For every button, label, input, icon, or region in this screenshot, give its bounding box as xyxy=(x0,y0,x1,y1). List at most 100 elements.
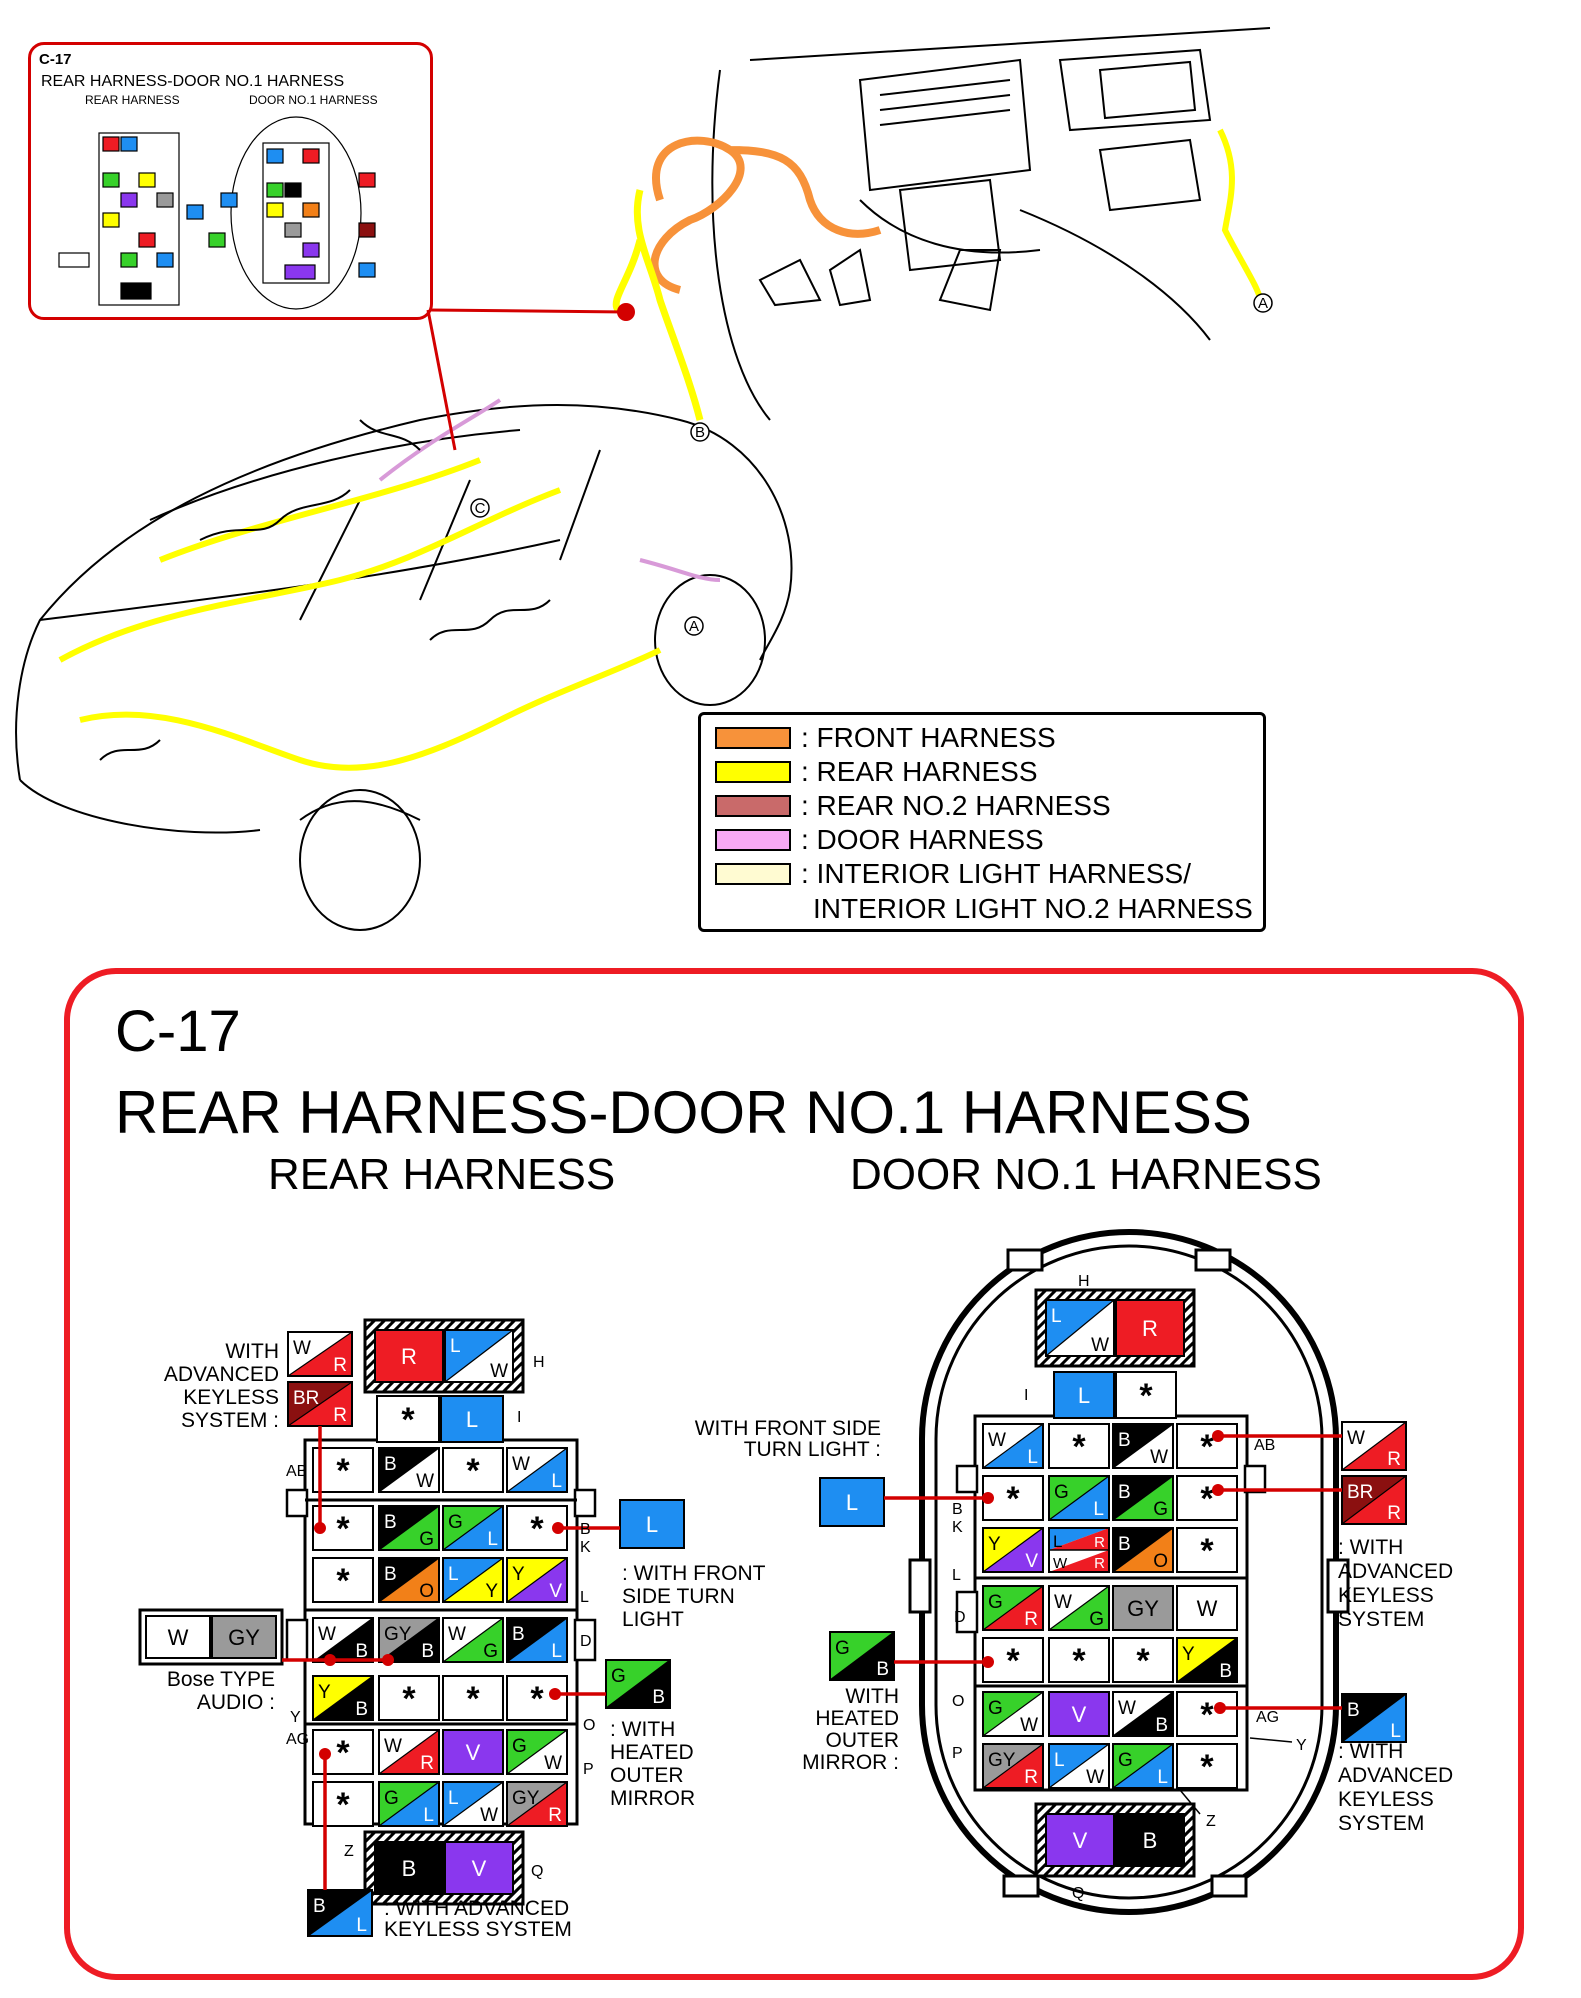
pin-letter: W xyxy=(1086,1767,1104,1788)
door-label-z: Z xyxy=(1206,1813,1216,1830)
pin-letter: Y xyxy=(318,1682,331,1703)
pin-blank-mark: * xyxy=(1136,1642,1150,1680)
pin-letter: L xyxy=(448,1788,459,1809)
pin-letter: B xyxy=(384,1454,397,1475)
pin-letter: R xyxy=(420,1753,434,1774)
pin-letter: O xyxy=(419,1581,434,1602)
connector-code: C-17 xyxy=(115,999,241,1064)
pin-letter: W xyxy=(1197,1596,1218,1621)
rear-pin: GYR xyxy=(506,1781,568,1827)
pin-letter: W xyxy=(1053,1555,1068,1572)
rear-label-d: D xyxy=(580,1633,592,1650)
door-connector-lock-left xyxy=(955,1464,979,1494)
door-note-advanced-keyless-top: : WITH ADVANCED KEYLESS SYSTEM xyxy=(1338,1536,1454,1631)
rear-pin-i: L xyxy=(440,1395,504,1443)
pin-letter: V xyxy=(466,1740,481,1765)
thumbnail-code: C-17 xyxy=(39,51,72,68)
door-option-keyless-2: BRR xyxy=(1341,1475,1407,1525)
marker-c-label: C xyxy=(475,500,486,517)
pin-letter: R xyxy=(1024,1609,1038,1630)
rear-pin-h: R xyxy=(374,1329,444,1383)
door-connector-lock-right xyxy=(1243,1464,1267,1494)
door-pin-q: B xyxy=(1115,1813,1185,1867)
pin-letter: W xyxy=(490,1361,508,1382)
pin-letter: L xyxy=(551,1471,562,1492)
pin-blank-mark: * xyxy=(336,1786,350,1824)
pin-letter: L xyxy=(423,1805,434,1826)
legend-label-door: : DOOR HARNESS xyxy=(801,824,1044,855)
pin-blank-mark: * xyxy=(1200,1480,1214,1518)
door-label-h: H xyxy=(1078,1273,1090,1290)
rear-note-front-side-turn: : WITH FRONT SIDE TURN LIGHT xyxy=(622,1562,766,1631)
dashboard-drawing xyxy=(711,27,1271,421)
pin-letter: L xyxy=(551,1641,562,1662)
pin-letter: R xyxy=(1142,1316,1158,1341)
legend-label-interior-light: : INTERIOR LIGHT HARNESS/ xyxy=(801,858,1191,889)
pin-letter: B xyxy=(355,1699,368,1720)
door-pin: WG xyxy=(1048,1585,1110,1631)
pin-letter: L xyxy=(450,1336,461,1357)
door-option-turn-light: L xyxy=(819,1477,885,1527)
door-pin: GYR xyxy=(982,1743,1044,1789)
rear-pin: GW xyxy=(506,1729,568,1775)
pin-letter: R xyxy=(1024,1767,1038,1788)
legend-swatch-front xyxy=(715,727,791,749)
pin-letter: W xyxy=(480,1805,498,1826)
door-label-q: Q xyxy=(1072,1885,1084,1902)
door-connector-shell xyxy=(908,1229,1350,1915)
pin-letter: R xyxy=(401,1344,417,1369)
door-pin: GL xyxy=(1048,1475,1110,1521)
rear-pin-q: V xyxy=(444,1841,514,1895)
pin-letter: Y xyxy=(988,1534,1001,1555)
connector-title: REAR HARNESS-DOOR NO.1 HARNESS xyxy=(115,1079,1252,1146)
door-pin: GY xyxy=(1112,1585,1174,1631)
door-note-heated-mirror: WITH HEATED OUTER MIRROR : xyxy=(802,1685,899,1774)
marker-a2-label: A xyxy=(689,618,699,635)
door-option-keyless-bottom: BL xyxy=(1341,1693,1407,1743)
door-label-b: B xyxy=(952,1501,963,1518)
pin-letter: L xyxy=(646,1512,658,1537)
door-pin: GL xyxy=(1112,1743,1174,1789)
door-pin: * xyxy=(1048,1423,1110,1469)
rear-pin: GL xyxy=(442,1505,504,1551)
pin-letter: G xyxy=(1153,1499,1168,1520)
pin-blank-mark: * xyxy=(336,1452,350,1490)
pin-letter: B xyxy=(402,1856,417,1881)
legend-item-rear-no2: : REAR NO.2 HARNESS xyxy=(715,791,1111,821)
pin-letter: R xyxy=(1094,1555,1105,1572)
rear-pin: YB xyxy=(312,1675,374,1721)
door-pin: * xyxy=(1112,1637,1174,1683)
pin-letter: B xyxy=(1347,1700,1360,1721)
door-label-z-leader xyxy=(1179,1789,1201,1815)
pin-blank-mark: * xyxy=(336,1510,350,1548)
rear-connector-key-right xyxy=(573,1618,597,1662)
pin-letter: W xyxy=(293,1338,311,1359)
location-markers: A B C A xyxy=(470,293,1273,636)
rear-pin: BG xyxy=(378,1505,440,1551)
pin-letter: W xyxy=(168,1625,189,1650)
pin-letter: B xyxy=(421,1641,434,1662)
door-pin: * xyxy=(1048,1637,1110,1683)
rear-pin: WR xyxy=(378,1729,440,1775)
pin-blank-mark: * xyxy=(466,1680,480,1718)
pin-letter: B xyxy=(1118,1534,1131,1555)
door-pin: BO xyxy=(1112,1527,1174,1573)
pin-blank-mark: * xyxy=(1200,1532,1214,1570)
pin-blank-mark: * xyxy=(530,1680,544,1718)
rear-pin: WL xyxy=(506,1447,568,1493)
door-pin-i: * xyxy=(1115,1371,1177,1419)
pin-letter: B xyxy=(1118,1482,1131,1503)
pin-letter: L xyxy=(1078,1383,1090,1408)
pin-letter: GY xyxy=(1127,1596,1159,1621)
pin-letter: L xyxy=(1054,1750,1065,1771)
rear-label-z: Z xyxy=(344,1843,354,1860)
rear-pin: * xyxy=(442,1675,504,1721)
pin-letter: V xyxy=(472,1856,487,1881)
rear-label-ag: AG xyxy=(286,1731,309,1748)
rear-label-h: H xyxy=(533,1354,545,1371)
pin-letter: R xyxy=(548,1805,562,1826)
pin-letter: W xyxy=(384,1736,402,1757)
pin-letter: BR xyxy=(1347,1482,1373,1503)
door-pin: BW xyxy=(1112,1423,1174,1469)
rear-pin: BL xyxy=(506,1617,568,1663)
